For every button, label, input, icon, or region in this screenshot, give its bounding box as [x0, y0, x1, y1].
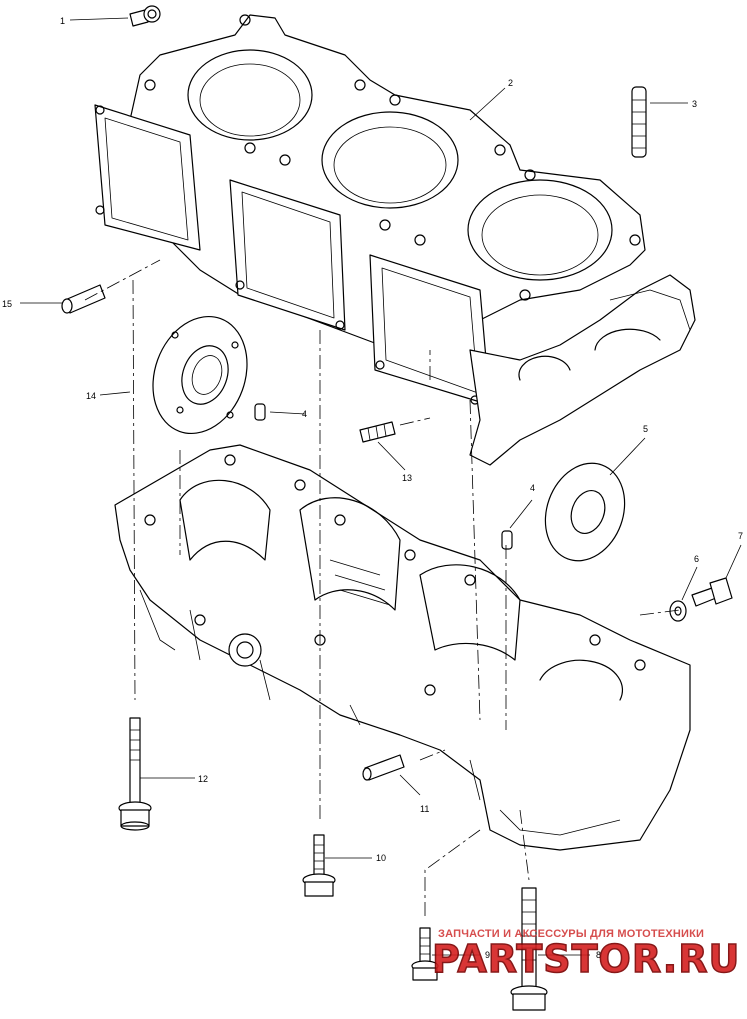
part-1-elbow-fitting: [129, 5, 161, 27]
part-11-pin: [362, 754, 405, 781]
callout-11: 11: [420, 804, 429, 814]
callout-7: 7: [738, 531, 743, 541]
part-5-washer: [544, 462, 626, 562]
part-14-seal-plate: [152, 315, 248, 435]
callout-9: 9: [485, 950, 490, 960]
callout-3: 3: [692, 99, 697, 109]
part-7-bolt: [691, 577, 733, 607]
part-13-pin: [359, 421, 396, 443]
callout-labels: 1 2 3 4 4 5 6 7 8 9 10 11 12 13 14 15: [2, 16, 743, 960]
callout-14: 14: [86, 391, 96, 401]
watermark-tagline: ЗАПЧАСТИ И АКСЕССУРЫ ДЛЯ МОТОТЕХНИКИ: [438, 928, 704, 940]
callout-1: 1: [60, 16, 65, 26]
callout-4a: 4: [302, 409, 307, 419]
leader-lines: [20, 17, 742, 956]
callout-4b: 4: [530, 483, 535, 493]
assembly-axis-lines: [84, 259, 681, 920]
part-4-dowel-lower: [501, 530, 513, 550]
callout-6: 6: [694, 554, 699, 564]
callout-8: 8: [596, 950, 601, 960]
part-8-long-bolt: [510, 887, 548, 1011]
callout-2: 2: [508, 78, 513, 88]
watermark-logo: PARTSTOR.RU: [432, 937, 740, 981]
part-10-bolt: [302, 834, 336, 897]
lower-crankcase: [114, 444, 691, 851]
callout-15: 15: [2, 299, 12, 309]
callout-12: 12: [198, 774, 208, 784]
part-9-bolt: [411, 927, 439, 981]
callout-13: 13: [402, 473, 412, 483]
upper-crankcase: [94, 14, 696, 466]
part-15-fitting: [61, 284, 106, 314]
callout-5: 5: [643, 424, 648, 434]
watermark: ЗАПЧАСТИ И АКСЕССУРЫ ДЛЯ МОТОТЕХНИКИ PAR…: [431, 928, 740, 982]
callout-10: 10: [376, 853, 386, 863]
part-4-dowel-upper: [254, 403, 266, 421]
part-3-stud: [631, 86, 647, 158]
part-12-long-bolt: [118, 717, 152, 831]
